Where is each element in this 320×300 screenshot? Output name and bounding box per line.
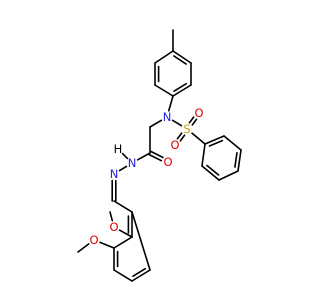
atom-label-o2: O (109, 220, 118, 234)
bond-s-os2 (191, 118, 198, 126)
atom-label-nh: N (128, 156, 137, 170)
bond-p6-p1 (201, 143, 206, 167)
atom-label-n1: N (163, 110, 172, 124)
bond-chim-a1 (113, 200, 133, 213)
bond-a5-a6 (131, 269, 151, 282)
bond-p5-p6 (201, 165, 220, 181)
bond-a6-a1 (131, 211, 151, 271)
bond-t3-t4 (172, 84, 192, 97)
bond-co-nh (136, 152, 151, 161)
bond-n1-ch2 (149, 119, 163, 128)
bond-p5-p6-inner (206, 164, 220, 176)
bond-t3-t4-inner (173, 82, 188, 92)
atom-label-s: S (183, 122, 190, 136)
bond-layer (77, 29, 242, 282)
bond-s-p1 (191, 132, 206, 145)
atom-label-ocarb: O (163, 155, 172, 169)
bond-nh-n3 (118, 165, 128, 172)
atom-label-n3: N (110, 167, 119, 181)
bond-o3-me3 (77, 243, 90, 253)
bond-p2-p3 (223, 135, 242, 151)
bond-p3-p4 (237, 149, 242, 172)
bond-p4-p5 (218, 170, 239, 181)
bond-t6-t1 (154, 50, 174, 64)
bond-t1-t2-inner (173, 55, 187, 65)
bond-t4-t5 (154, 84, 174, 97)
bond-co-ocarb (148, 153, 163, 162)
bond-s-os1 (176, 132, 183, 140)
bond-a2-o2 (118, 229, 133, 238)
bond-co-ocarb-second (150, 150, 164, 159)
bond-n1-s (171, 119, 183, 127)
atom-label-o3: O (89, 233, 98, 247)
bond-t1-t2 (172, 50, 192, 64)
atom-label-h: H (114, 142, 123, 156)
bond-s-os1-second (179, 134, 186, 142)
bond-p3-p4-inner (234, 152, 238, 168)
bond-a3-o3 (99, 241, 115, 249)
atom-label-os1: O (170, 138, 179, 152)
bond-t4-n1 (167, 95, 174, 112)
bond-a2-a3 (113, 236, 133, 249)
atom-label-os2: O (194, 106, 203, 120)
bond-p1-p2 (204, 135, 225, 145)
bond-s-os2-second (188, 116, 195, 124)
bond-o2-me2 (109, 211, 114, 222)
bond-a4-a5 (113, 269, 133, 282)
bond-nh-h (121, 152, 129, 160)
bond-p1-p2-inner (208, 139, 224, 147)
bond-a5-a6-inner (132, 267, 147, 277)
